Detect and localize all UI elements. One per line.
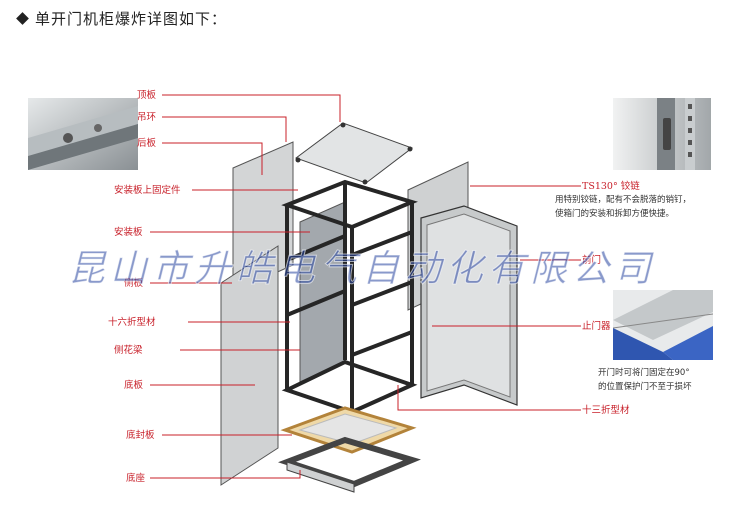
- label-front-door: 前门: [582, 254, 601, 266]
- label-bottom-seal: 底封板: [126, 429, 155, 441]
- top-panel-shape: [294, 122, 414, 184]
- label-mount-plate: 安装板: [114, 226, 143, 238]
- label-side-panel: 侧板: [124, 277, 144, 289]
- watermark-text: 昆山市升皓电气自动化有限公司: [68, 247, 656, 291]
- door-stop-note-line-2: 的位置保护门不至于损坏: [598, 382, 692, 392]
- detail-photo-top-corner: [28, 98, 138, 170]
- label-back-panel: 后板: [137, 137, 157, 149]
- page-title: 单开门机柜爆炸详图如下：: [16, 8, 228, 29]
- label-sixteen-profile: 十六折型材: [108, 316, 156, 328]
- hinge-note-line-2: 使箱门的安装和拆卸方便快捷。: [555, 209, 675, 219]
- lifting-ring-shape: [362, 179, 368, 185]
- door-stop-note-line-1: 开门时可将门固定在90°: [598, 368, 690, 378]
- label-thirteen-profile: 十三折型材: [582, 404, 630, 416]
- label-door-stop: 止门器: [582, 320, 611, 332]
- lifting-ring-shape: [407, 146, 413, 152]
- page-title-text: 单开门机柜爆炸详图如下：: [35, 10, 228, 28]
- hinge-note: 用特别铰链，配有不会脱落的销钉， 使箱门的安装和拆卸方便快捷。: [555, 193, 691, 221]
- label-bottom-panel: 底板: [124, 379, 144, 391]
- leader-lines: [150, 94, 581, 479]
- label-hinge: TS130° 铰链: [582, 180, 640, 192]
- detail-photo-hinge: [613, 98, 711, 170]
- cabinet-frame: [281, 179, 418, 415]
- lifting-ring-shape: [340, 122, 346, 128]
- front-door-inner: [426, 213, 511, 398]
- detail-photo-door-stop: [613, 290, 713, 360]
- label-mount-plate-fix: 安装板上固定件: [114, 184, 181, 196]
- label-side-beam: 侧花梁: [114, 344, 143, 356]
- label-top-panel: 顶板: [137, 89, 157, 101]
- side-panel-left-shape: [220, 245, 279, 486]
- lifting-ring-shape: [295, 157, 301, 163]
- label-base: 底座: [126, 472, 146, 484]
- door-stop-note: 开门时可将门固定在90° 的位置保护门不至于损坏: [598, 366, 692, 394]
- label-lifting-ring: 吊环: [137, 112, 156, 123]
- bottom-seal-inner: [298, 413, 398, 445]
- hinge-note-line-1: 用特别铰链，配有不会脱落的销钉，: [555, 195, 692, 205]
